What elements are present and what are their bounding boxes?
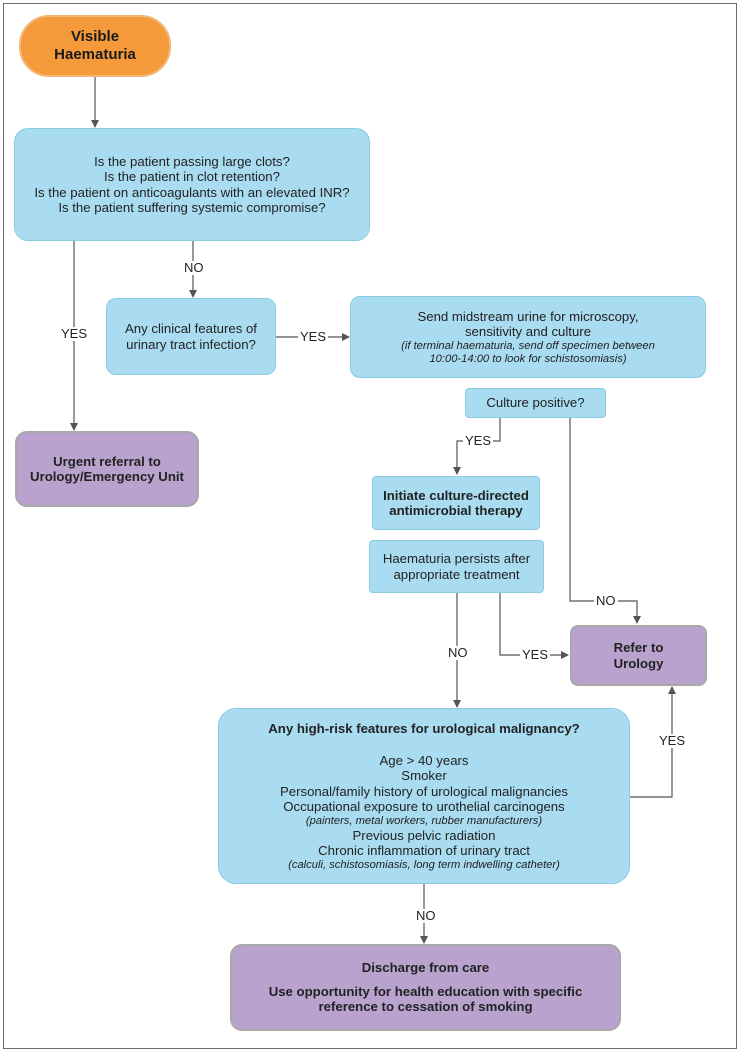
feature-chronic-inflammation-note: (calculi, schistosomiasis, long term ind… [288,858,560,871]
uti-line-2: urinary tract infection? [126,336,256,352]
uti-line-1: Any clinical features of [125,321,257,336]
refer-line-1: Refer to [613,640,664,655]
question-systemic-compromise: Is the patient suffering systemic compro… [58,200,326,215]
question-large-clots: Is the patient passing large clots? [94,153,290,169]
feature-occupational-note: (painters, metal workers, rubber manufac… [305,814,543,827]
label-yes-questions-urgent: YES [59,326,90,341]
msu-note-1: (if terminal haematuria, send off specim… [401,339,655,352]
culture-positive-node: Culture positive? [465,388,606,418]
diagram-frame [3,3,737,1049]
msu-line-1: Send midstream urine for microscopy, [417,308,639,324]
urgent-line-1: Urgent referral to [53,453,161,469]
therapy-line-1: Initiate culture-directed [383,487,529,503]
edge-highrisk-to-refer [630,686,676,798]
feature-occupational: Occupational exposure to urothelial carc… [283,799,565,814]
high-risk-features-node: Any high-risk features for urological ma… [218,708,630,884]
edge-persists-to-refer [499,593,569,659]
persists-line-2: appropriate treatment [393,566,520,582]
label-yes-culture-therapy: YES [463,433,494,448]
msu-line-2: sensitivity and culture [464,324,592,339]
haematuria-persists-node: Haematuria persists after appropriate tr… [369,540,544,593]
discharge-node: Discharge from care Use opportunity for … [230,944,621,1031]
discharge-line-1: Use opportunity for health education wit… [268,983,583,999]
label-no-persists-highrisk: NO [446,645,470,660]
question-clot-retention: Is the patient in clot retention? [104,169,280,184]
antimicrobial-therapy-node: Initiate culture-directed antimicrobial … [372,476,540,530]
feature-smoker: Smoker [401,768,447,783]
high-risk-title: Any high-risk features for urological ma… [268,721,580,736]
start-line-2: Haematuria [54,46,136,63]
culture-positive-text: Culture positive? [486,395,585,411]
feature-age: Age > 40 years [379,752,469,768]
discharge-line-2: reference to cessation of smoking [318,999,533,1015]
feature-chronic-inflammation: Chronic inflammation of urinary tract [318,843,530,858]
therapy-line-2: antimicrobial therapy [389,503,523,518]
label-no-questions-uti: NO [182,260,206,275]
start-line-1: Visible [70,28,120,45]
label-yes-persists-refer: YES [520,647,551,662]
persists-line-1: Haematuria persists after [382,551,531,566]
uti-features-node: Any clinical features of urinary tract i… [106,298,276,375]
discharge-title: Discharge from care [361,960,490,976]
feature-history: Personal/family history of urological ma… [279,783,569,799]
label-no-culture-refer: NO [594,593,618,608]
refer-line-2: Urology [613,655,664,671]
initial-questions-node: Is the patient passing large clots? Is t… [14,128,370,241]
label-yes-uti-msu: YES [298,329,329,344]
start-node-visible-haematuria: Visible Haematuria [19,15,171,77]
question-anticoagulants: Is the patient on anticoagulants with an… [34,184,350,200]
msu-node: Send midstream urine for microscopy, sen… [350,296,706,378]
msu-note-2: 10:00-14:00 to look for schistosomiasis) [429,352,627,365]
urgent-referral-node: Urgent referral to Urology/Emergency Uni… [15,431,199,507]
refer-to-urology-node: Refer to Urology [570,625,707,686]
feature-pelvic-radiation: Previous pelvic radiation [352,827,496,843]
label-yes-highrisk-refer: YES [657,733,688,748]
urgent-line-2: Urology/Emergency Unit [30,469,184,484]
label-no-highrisk-discharge: NO [414,908,438,923]
